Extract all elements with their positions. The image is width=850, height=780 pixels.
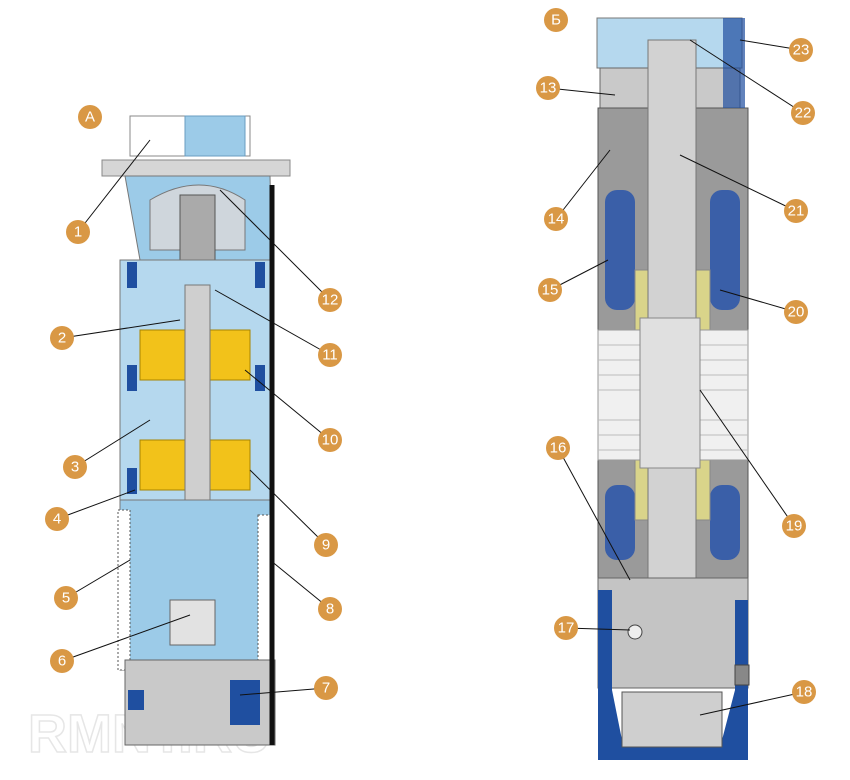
section-a-badge — [78, 105, 102, 129]
callout-number: 16 — [550, 440, 567, 457]
callout-number: 9 — [322, 537, 330, 554]
stator-winding-left-top — [605, 190, 635, 310]
leader-line — [679, 154, 797, 212]
strainer-right — [257, 514, 271, 671]
leader-line — [239, 687, 327, 696]
leader-line — [555, 149, 611, 220]
leader-line — [719, 289, 797, 313]
callout-number: 23 — [793, 42, 810, 59]
stator-winding-left-bottom — [605, 485, 635, 560]
callout-number: 14 — [548, 211, 565, 228]
leader-line — [219, 189, 331, 301]
stator-winding-right-top — [710, 190, 740, 310]
leader-line — [74, 419, 151, 468]
callout-number: 17 — [558, 620, 575, 637]
leader-line — [689, 39, 804, 114]
thrust-bearing — [597, 577, 749, 689]
callout-badge — [546, 436, 570, 460]
callout-number: 13 — [540, 80, 557, 97]
callout-badge — [538, 278, 562, 302]
callout-badge — [792, 680, 816, 704]
callout-number: 1 — [74, 224, 82, 241]
callout-number: 2 — [58, 330, 66, 347]
callout-badge — [784, 300, 808, 324]
callout-badge — [318, 597, 342, 621]
callout-badge — [50, 649, 74, 673]
leader-line — [699, 389, 795, 527]
callout-badge — [45, 507, 69, 531]
leader-line — [56, 489, 136, 520]
callout-number: 6 — [58, 653, 66, 670]
callout-badge — [536, 76, 560, 100]
callout-number: 12 — [322, 292, 339, 309]
callout-number: 10 — [322, 432, 339, 449]
leader-line — [65, 559, 131, 599]
motor-b-drawing — [596, 17, 750, 760]
callout-number: 22 — [795, 105, 812, 122]
callout-number: 4 — [53, 511, 61, 528]
callout-badge — [54, 586, 78, 610]
callout-number: 21 — [788, 203, 805, 220]
leader-line — [61, 614, 191, 662]
callout-number: 18 — [796, 684, 813, 701]
callout-number: 5 — [62, 590, 70, 607]
leader-line — [269, 559, 331, 610]
diaphragm-housing — [598, 590, 748, 760]
callout-badge — [318, 343, 342, 367]
diaphragm — [621, 691, 723, 748]
callout-badge — [554, 616, 578, 640]
leader-line — [699, 691, 805, 716]
callout-badge — [50, 326, 74, 350]
leader-line — [244, 369, 331, 441]
callout-badge — [784, 199, 808, 223]
callout-number: 7 — [322, 680, 330, 697]
leader-line — [249, 469, 327, 546]
cable-guard — [230, 680, 260, 725]
section-b-label: Б — [551, 12, 561, 29]
leader-line — [61, 319, 181, 339]
coupling — [169, 599, 216, 646]
callout-badge — [66, 220, 90, 244]
callout-badge — [544, 207, 568, 231]
leader-line — [77, 139, 151, 233]
callout-number: 11 — [322, 347, 338, 364]
pump-a-drawing — [101, 115, 291, 746]
callout-number: 3 — [71, 459, 79, 476]
stator-winding-right-bottom — [710, 485, 740, 560]
callout-badge — [789, 38, 813, 62]
leader-line — [214, 289, 331, 356]
callout-number: 8 — [326, 601, 334, 618]
callout-badge — [314, 676, 338, 700]
callout-number: 15 — [542, 282, 559, 299]
callout-badge — [318, 428, 342, 452]
leader-line — [557, 447, 631, 581]
callout-badge — [782, 514, 806, 538]
callout-badge — [791, 101, 815, 125]
strainer-left — [117, 509, 131, 671]
callout-badge — [314, 533, 338, 557]
check-valve-spring — [179, 194, 216, 261]
section-b-badge — [544, 8, 568, 32]
callout-number: 20 — [788, 304, 805, 321]
callout-badge — [318, 288, 342, 312]
callout-badge — [63, 455, 87, 479]
callout-number: 19 — [786, 518, 803, 535]
top-flange — [101, 159, 291, 177]
rotor-core — [639, 317, 701, 469]
section-a-label: А — [85, 109, 95, 126]
